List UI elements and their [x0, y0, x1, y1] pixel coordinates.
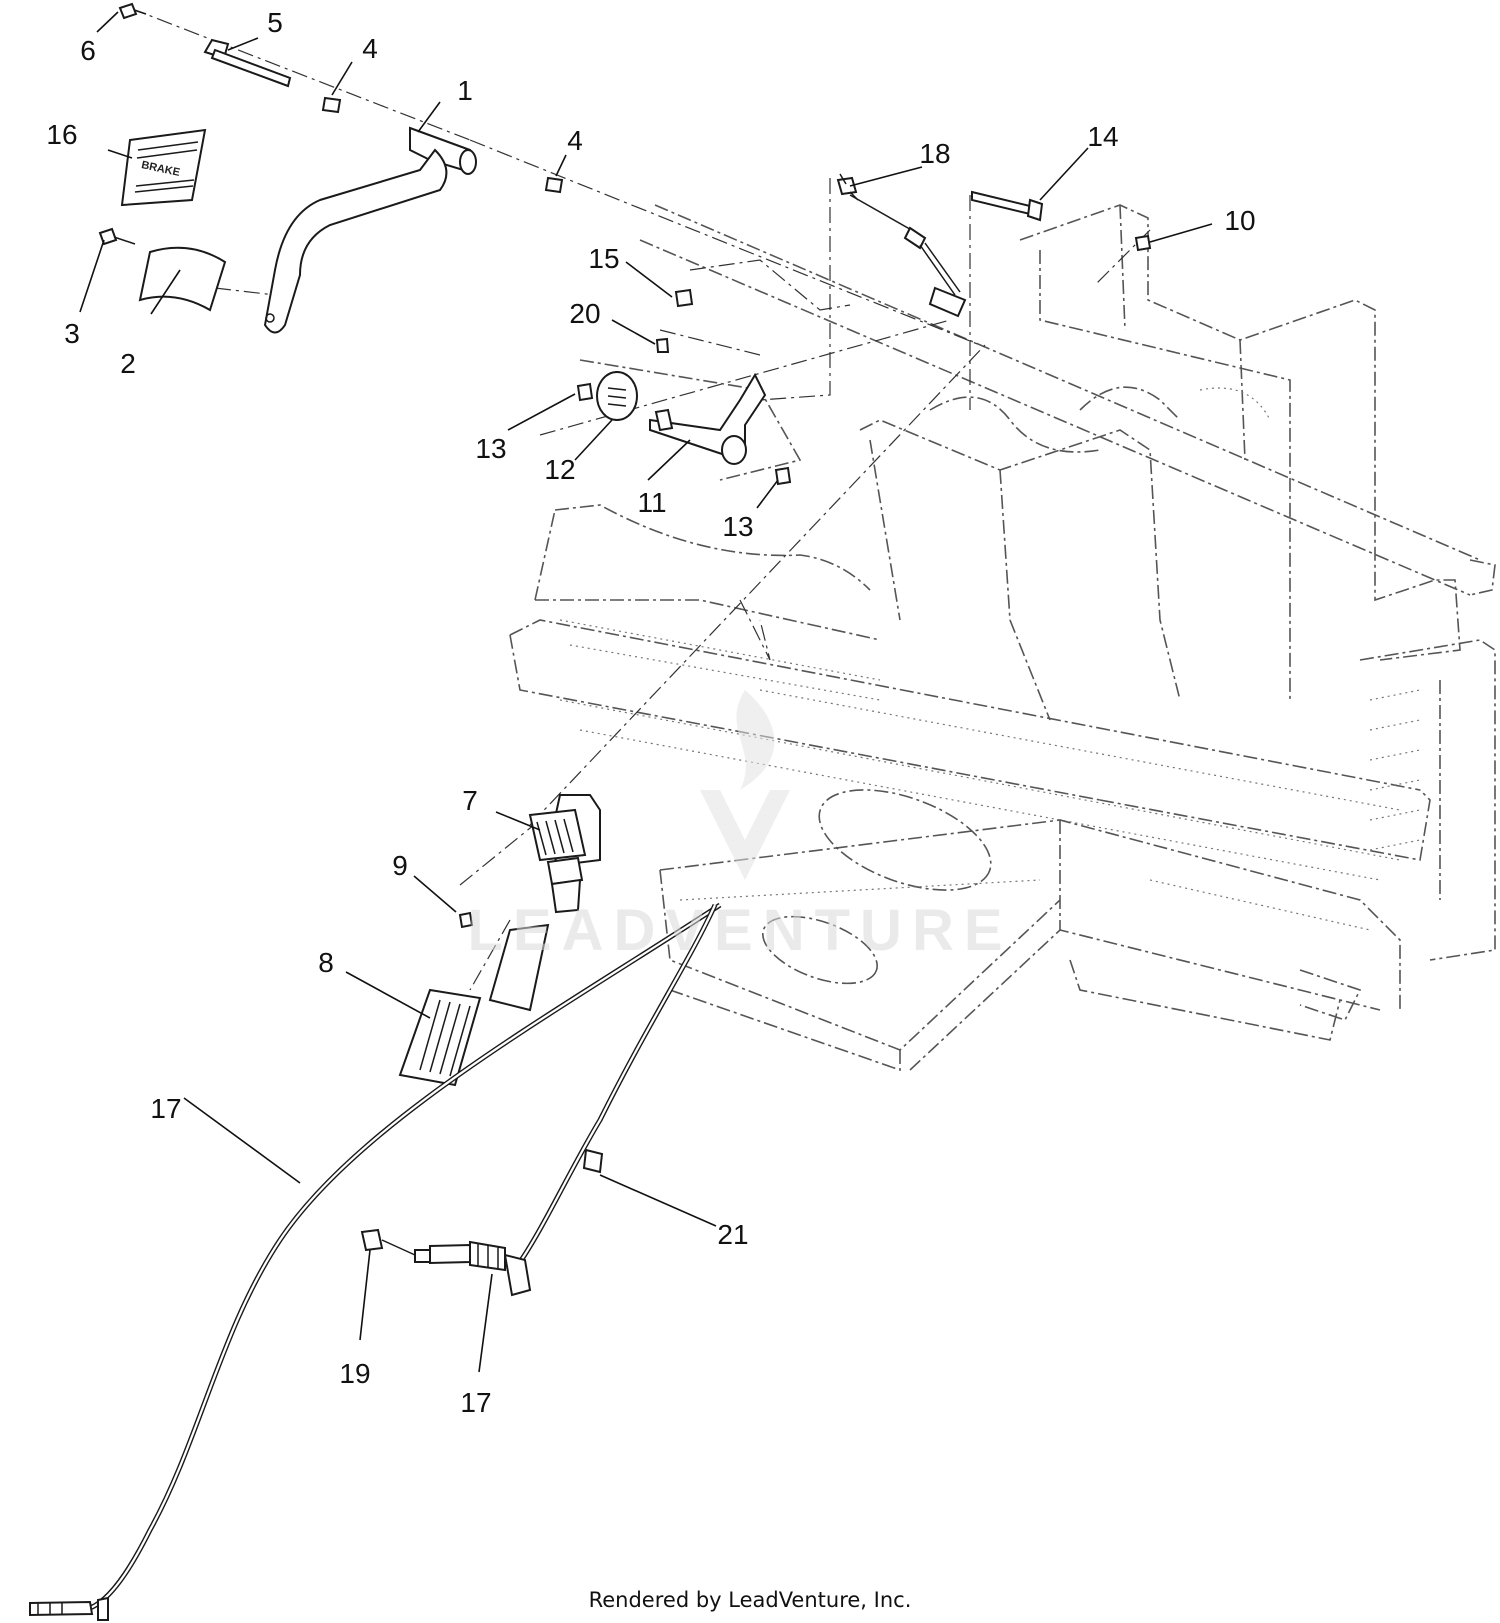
brake-cable-21 [414, 903, 718, 1297]
brake-lever-assembly-11 [579, 359, 802, 481]
bushing-4-upper [321, 96, 342, 114]
bolt-3 [98, 227, 136, 246]
bolt-9 [458, 911, 474, 929]
callout-16: 16 [46, 119, 77, 150]
accelerator-pedal-8 [398, 923, 550, 1087]
watermark-flame-icon [736, 690, 775, 790]
nut-13-right [774, 466, 792, 486]
nut-15 [674, 288, 694, 308]
callout-4a: 4 [362, 33, 378, 64]
callout-13a: 13 [475, 433, 506, 464]
callout-7: 7 [462, 785, 478, 816]
callout-12: 12 [544, 454, 575, 485]
callout-11: 11 [637, 487, 666, 518]
callout-4b: 4 [567, 125, 583, 156]
chassis-frame [509, 204, 1496, 1072]
callout-6: 6 [80, 35, 96, 66]
bolt-14 [971, 190, 1044, 222]
rendered-by-footer: Rendered by LeadVenture, Inc. [589, 1588, 912, 1612]
watermark: LEADVENTURE [467, 690, 1012, 963]
watermark-text: LEADVENTURE [467, 898, 1012, 963]
callout-21: 21 [717, 1219, 748, 1250]
brake-pedal-arm-1 [263, 126, 477, 334]
callout-10: 10 [1224, 205, 1255, 236]
callout-19: 19 [339, 1358, 370, 1389]
callout-8: 8 [318, 947, 334, 978]
callout-15: 15 [588, 243, 619, 274]
bolt-6 [118, 2, 147, 20]
accelerator-sensor-7 [528, 794, 601, 914]
clip-18 [836, 173, 859, 201]
callout-5: 5 [267, 7, 283, 38]
watermark-v-icon [700, 790, 790, 880]
callout-17a: 17 [150, 1093, 181, 1124]
callout-20: 20 [569, 298, 600, 329]
callout-2: 2 [120, 348, 136, 379]
callout-13b: 13 [722, 511, 753, 542]
callout-3: 3 [64, 318, 80, 349]
callout-18: 18 [919, 138, 950, 169]
callout-labels: 1 2 3 4 4 5 6 7 8 9 10 11 12 13 13 14 15… [46, 7, 1255, 1418]
leader-lines [79, 11, 1213, 1373]
nut-10 [1134, 234, 1152, 252]
pedal-rubber-2 [138, 246, 227, 312]
washer-20 [655, 337, 670, 353]
nut-13-left [576, 382, 594, 402]
throttle-cable-17 [29, 902, 722, 1621]
cable-end-19 [360, 1228, 416, 1256]
bushing-4-lower [544, 176, 564, 194]
brake-pad-16: BRAKE [120, 128, 207, 207]
pivot-pin-5 [203, 38, 292, 88]
callout-14: 14 [1087, 121, 1118, 152]
callout-1: 1 [457, 75, 473, 106]
brake-cable-upper [849, 194, 967, 318]
callout-17b: 17 [460, 1387, 491, 1418]
callout-9: 9 [392, 850, 408, 881]
